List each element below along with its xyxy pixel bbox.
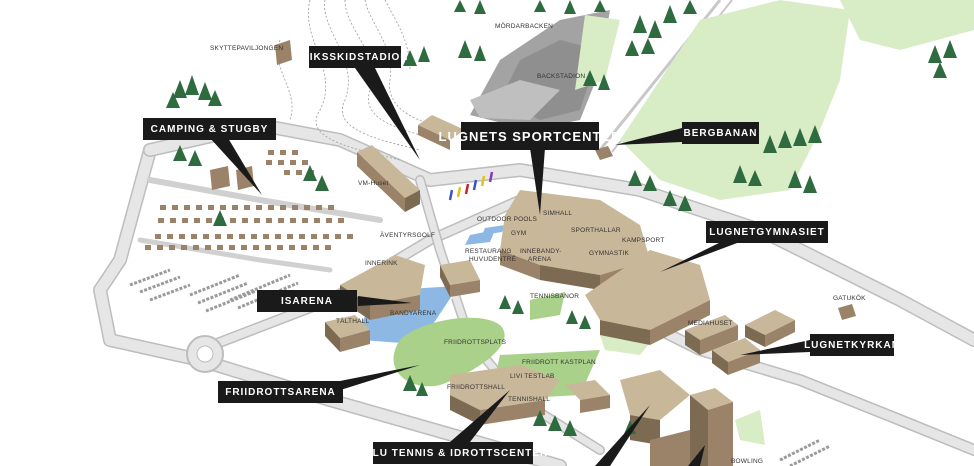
camping-cabins bbox=[145, 150, 353, 250]
callout-riksskidstadion[interactable]: RIKSSKIDSTADION bbox=[301, 46, 408, 68]
label-innebandy: INNEBANDY- bbox=[520, 248, 562, 255]
label-outdoor-pools: OUTDOOR POOLS bbox=[477, 216, 538, 223]
label-skyttepaviljongen: SKYTTEPAVILJONGEN bbox=[210, 45, 284, 52]
flags bbox=[448, 171, 494, 201]
callout-lugnetkyrkan[interactable]: LUGNETKYRKAN bbox=[804, 334, 899, 356]
tennisbanor-field bbox=[530, 292, 565, 320]
callout-pointers bbox=[210, 68, 810, 466]
label-simhall: SIMHALL bbox=[543, 210, 573, 217]
slope-green bbox=[575, 15, 620, 90]
label-livi-testlab: LIVI TESTLAB bbox=[510, 373, 555, 380]
label-gymnastik: GYMNASTIK bbox=[589, 250, 630, 257]
trees bbox=[166, 0, 957, 436]
label-tennishall: TENNISHALL bbox=[508, 396, 551, 403]
label-friidrottshall: FRIIDROTTSHALL bbox=[447, 384, 506, 391]
label-sporthallar: SPORTHALLAR bbox=[571, 227, 621, 234]
label-huvudentre: HUVUDENTRÉ bbox=[469, 256, 517, 263]
friidrottsplats-field bbox=[393, 317, 505, 387]
callout-camping-stugby[interactable]: CAMPING & STUGBY bbox=[143, 118, 276, 140]
callout-falu-tennis-idrottscenter[interactable]: FALU TENNIS & IDROTTSCENTER bbox=[358, 442, 547, 464]
label-bandyarena: BANDYARENA bbox=[390, 310, 437, 317]
label-restaurang: RESTAURANG bbox=[465, 248, 512, 255]
outdoor-pool-2 bbox=[482, 225, 505, 235]
callout-lugnets-sportcenter[interactable]: LUGNETS SPORTCENTER bbox=[439, 122, 620, 150]
label-innebandy-arena: ARENA bbox=[528, 256, 552, 263]
caravan-area bbox=[129, 268, 831, 466]
label-talthall: TÄLTHALL bbox=[336, 318, 370, 325]
label-vm-huset: VM-Huset bbox=[358, 180, 389, 187]
label-gatukok: GATUKÖK bbox=[833, 295, 866, 302]
callout-friidrottsarena[interactable]: FRIIDROTTSARENA bbox=[218, 381, 343, 403]
label-tennisbanor: TENNISBANOR bbox=[530, 293, 580, 300]
hill-meadow bbox=[620, 0, 850, 200]
label-mediahuset: MEDIAHUSET bbox=[688, 320, 733, 327]
label-kampsport: KAMPSPORT bbox=[622, 237, 665, 244]
buildings bbox=[210, 40, 856, 466]
label-friidrott-kastplan: FRIIDROTT KASTPLAN bbox=[522, 359, 596, 366]
label-innerink: INNERINK bbox=[365, 260, 398, 267]
callout-isarena[interactable]: ISARENA bbox=[257, 290, 357, 312]
callout-lugnetgymnasiet[interactable]: LUGNETGYMNASIET bbox=[706, 221, 828, 243]
label-gym: GYM bbox=[511, 230, 527, 237]
label-aventyrsgolf: ÄVENTYRSGOLF bbox=[380, 232, 436, 239]
label-friidrottsplats: FRIIDROTTSPLATS bbox=[444, 339, 507, 346]
callout-bergbanan[interactable]: BERGBANAN bbox=[682, 122, 759, 144]
label-backstadion: BACKSTADION bbox=[537, 73, 586, 80]
label-bowling: BOWLING bbox=[731, 458, 764, 465]
label-mordarbacken: MÖRDARBACKEN bbox=[495, 23, 554, 30]
